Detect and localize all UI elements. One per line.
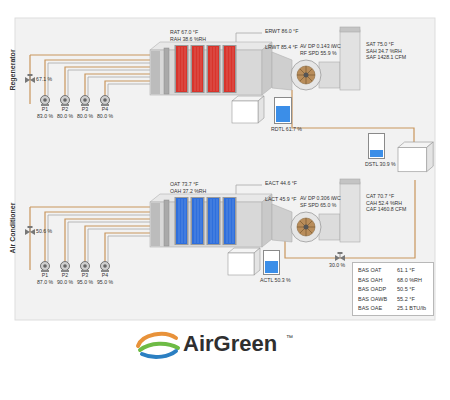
tank-level-label: ACTL 50.3 %: [260, 278, 291, 283]
hot-coil: [223, 45, 237, 93]
bas-point-name: BAS OAT: [358, 268, 381, 274]
pump-label: P3: [82, 273, 88, 278]
pump-label: P1: [42, 107, 48, 112]
bas-point-value: 55.2 °F: [397, 297, 415, 303]
bas-point-name: BAS OAH: [358, 278, 382, 284]
cold-coil: [191, 197, 205, 245]
valve-symbol: [335, 252, 345, 261]
sensor-reading: LRWT 85.4 °F: [265, 45, 298, 50]
sensor-reading: CAT 70.7 °F: [366, 194, 394, 199]
sensor-line: [236, 185, 262, 194]
sensor-reading: LACT 45.9 °F: [265, 197, 296, 202]
pump-symbol: [81, 96, 90, 107]
cold-coil: [207, 197, 221, 245]
hot-coil: [175, 45, 189, 93]
sensor-reading: OAH 37.2 %RH: [170, 189, 206, 194]
tank-level-gauge: RDTL 61.7 %: [274, 97, 292, 124]
tank-symbol: [398, 142, 433, 172]
pump-speed: 83.0 %: [37, 114, 53, 119]
pump-label: P3: [82, 107, 88, 112]
bas-point-name: BAS OAE: [358, 306, 382, 312]
pump-symbol: [61, 96, 70, 107]
sensor-reading: ERWT 86.0 °F: [265, 29, 298, 34]
air-conditioner-unit: [150, 179, 360, 247]
sensor-reading: CAF 1460.8 CFM: [366, 207, 406, 212]
valve-symbol: [25, 226, 35, 235]
background-panel: [15, 18, 435, 320]
sensor-reading: SAH 34.7 %RH: [366, 49, 402, 54]
gauge-fill: [265, 261, 278, 273]
pump-speed: 80.0 %: [57, 114, 73, 119]
sensor-line: [236, 33, 262, 42]
sensor-reading: EACT 44.6 °F: [265, 181, 297, 186]
pump-label: P4: [102, 273, 108, 278]
pump-label: P2: [62, 273, 68, 278]
section-label: Regenerator: [9, 49, 16, 90]
logo-arc-green: [140, 344, 178, 350]
pump-symbol: [101, 262, 110, 273]
sensor-reading: CAH 52.4 %RH: [366, 201, 402, 206]
pump-label: P1: [42, 273, 48, 278]
trademark-symbol: ™: [286, 334, 293, 341]
tank-level-label: RDTL 61.7 %: [271, 127, 302, 132]
bas-point-value: 61.1 °F: [397, 268, 415, 274]
pump-speed: 95.0 %: [97, 280, 113, 285]
pump-speed: 90.0 %: [57, 280, 73, 285]
bas-point-name: BAS OADP: [358, 287, 386, 293]
valve-symbol: [25, 74, 35, 83]
sensor-reading: OAT 73.7 °F: [170, 182, 198, 187]
bas-point-value: 25.1 BTU/lb: [397, 306, 426, 312]
pump-speed: 80.0 %: [77, 114, 93, 119]
sensor-reading: SAF 1428.1 CFM: [366, 55, 406, 60]
pump-speed: 80.0 %: [97, 114, 113, 119]
gauge-fill: [370, 150, 383, 157]
valve-position: 50.6 %: [36, 229, 52, 234]
sensor-reading: RF SPD 55.9 %: [300, 51, 337, 56]
pump-symbol: [61, 262, 70, 273]
hot-coil: [191, 45, 205, 93]
sensor-reading: RAH 38.6 %RH: [170, 37, 206, 42]
gauge-fill: [276, 106, 290, 122]
sensor-reading: AV DP 0.306 iWC: [300, 196, 341, 201]
section-label: Air Conditioner: [9, 203, 16, 254]
valve-position: 67.1 %: [36, 77, 52, 82]
pump-symbol: [101, 96, 110, 107]
bas-readout-table: BAS OAT 61.1 °F BAS OAH 68.0 %RH BAS OADP 50.…: [352, 262, 434, 316]
sensor-reading: AV DP 0.143 iWC: [300, 44, 341, 49]
tank-level-label: DSTL 30.9 %: [365, 162, 396, 167]
pump-symbol: [41, 96, 50, 107]
tank-level-gauge: ACTL 50.3 %: [263, 250, 280, 275]
logo-swirl: [138, 334, 178, 357]
tank-symbol: [228, 248, 260, 275]
regenerator-unit: [150, 27, 360, 95]
sensor-reading: SAT 75.0 °F: [366, 42, 394, 47]
sensor-reading: SF SPD 65.0 %: [300, 203, 336, 208]
pump-speed: 87.0 %: [37, 280, 53, 285]
valve-position: 30.0 %: [329, 263, 345, 268]
tank-level-gauge: DSTL 30.9 %: [368, 133, 385, 159]
bas-point-name: BAS OAWB: [358, 297, 387, 303]
transfer-pipe: [292, 90, 414, 142]
pump-symbol: [41, 262, 50, 273]
pump-symbol: [81, 262, 90, 273]
pump-speed: 95.0 %: [77, 280, 93, 285]
sensor-reading: RAT 67.0 °F: [170, 30, 198, 35]
bas-point-value: 68.0 %RH: [397, 278, 422, 284]
hot-coil: [207, 45, 221, 93]
pump-label: P4: [102, 107, 108, 112]
cold-coil: [223, 197, 237, 245]
logo-arc-blue: [142, 351, 176, 357]
logo-wordmark: AirGreen: [183, 333, 277, 355]
pump-label: P2: [62, 107, 68, 112]
cold-coil: [175, 197, 189, 245]
tank-symbol: [232, 96, 264, 123]
bas-point-value: 50.5 °F: [397, 287, 415, 293]
